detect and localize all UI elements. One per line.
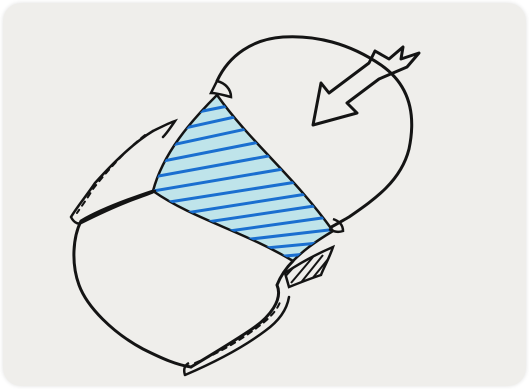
blue-hatched-band xyxy=(153,95,333,261)
dashed-cuff-shape xyxy=(71,131,155,224)
paper-card xyxy=(3,3,526,386)
sketch-illustration xyxy=(3,3,526,386)
